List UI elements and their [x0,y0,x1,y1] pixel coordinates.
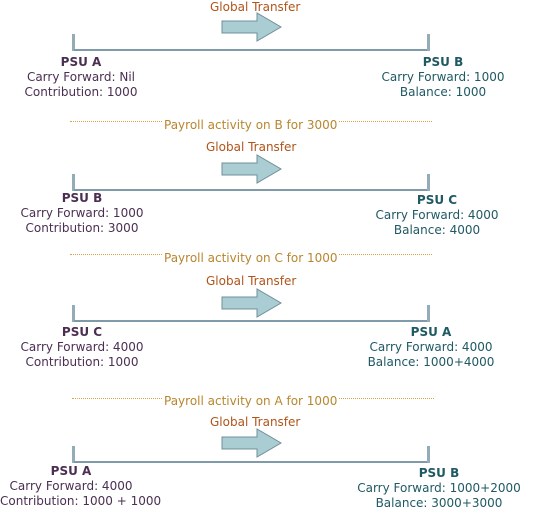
transfer-arrow-icon [221,288,282,318]
left-endpoint-tick [72,34,75,51]
carry-forward-text: Carry Forward: 1000 [20,206,144,220]
psu-name: PSU B [422,55,464,69]
carry-forward-text: Carry Forward: 4000 [20,340,144,354]
contribution-text: Contribution: 3000 [25,221,139,235]
transfer-arrow-icon [221,428,282,458]
psu-name: PSU B [61,191,103,205]
left-endpoint-tick [72,305,75,322]
payroll-activity-label: Payroll activity on B for 3000 [163,118,339,132]
source-psu-block: PSU C Carry Forward: 4000 Contribution: … [18,325,146,370]
balance-text: Balance: 3000+3000 [375,496,503,510]
source-psu-block: PSU B Carry Forward: 1000 Contribution: … [18,191,146,236]
transfer-arrow-icon [221,154,282,184]
target-psu-block: PSU A Carry Forward: 4000 Balance: 1000+… [360,325,502,370]
carry-forward-text: Carry Forward: 4000 [375,208,499,222]
source-psu-block: PSU A Carry Forward: Nil Contribution: 1… [20,55,142,100]
right-endpoint-tick [427,446,430,463]
target-psu-block: PSU B Carry Forward: 1000+2000 Balance: … [350,466,528,511]
transfer-line [74,320,430,322]
balance-text: Balance: 1000 [399,85,487,99]
payroll-activity-label: Payroll activity on C for 1000 [163,251,339,265]
source-psu-block: PSU A Carry Forward: 4000 Contribution: … [0,464,162,509]
left-endpoint-tick [72,174,75,191]
psu-name: PSU C [416,193,458,207]
right-endpoint-tick [427,305,430,322]
contribution-text: Contribution: 1000 [25,355,139,369]
carry-forward-text: Carry Forward: 4000 [369,340,493,354]
global-transfer-label: Global Transfer [206,140,297,154]
transfer-arrow-icon [221,12,282,42]
right-endpoint-tick [427,174,430,191]
contribution-text: Contribution: 1000 [24,85,138,99]
target-psu-block: PSU C Carry Forward: 4000 Balance: 4000 [366,193,508,238]
carry-forward-text: Carry Forward: 1000+2000 [357,481,521,495]
left-endpoint-tick [72,446,75,463]
psu-name: PSU C [61,325,103,339]
psu-name: PSU A [410,325,452,339]
global-transfer-label: Global Transfer [206,274,297,288]
contribution-text: Contribution: 1000 + 1000 [0,494,162,508]
carry-forward-text: Carry Forward: 1000 [381,70,505,84]
transfer-line [74,189,430,191]
payroll-activity-label: Payroll activity on A for 1000 [163,394,339,408]
right-endpoint-tick [427,34,430,51]
carry-forward-text: Carry Forward: 4000 [9,479,133,493]
psu-name: PSU B [418,466,460,480]
balance-text: Balance: 1000+4000 [367,355,495,369]
global-transfer-label: Global Transfer [210,415,301,429]
transfer-line [74,49,430,51]
psu-name: PSU A [50,464,92,478]
psu-name: PSU A [60,55,102,69]
carry-forward-text: Carry Forward: Nil [26,70,136,84]
target-psu-block: PSU B Carry Forward: 1000 Balance: 1000 [372,55,514,100]
balance-text: Balance: 4000 [393,223,481,237]
global-transfer-label: Global Transfer [210,0,301,14]
transfer-line [74,461,430,463]
